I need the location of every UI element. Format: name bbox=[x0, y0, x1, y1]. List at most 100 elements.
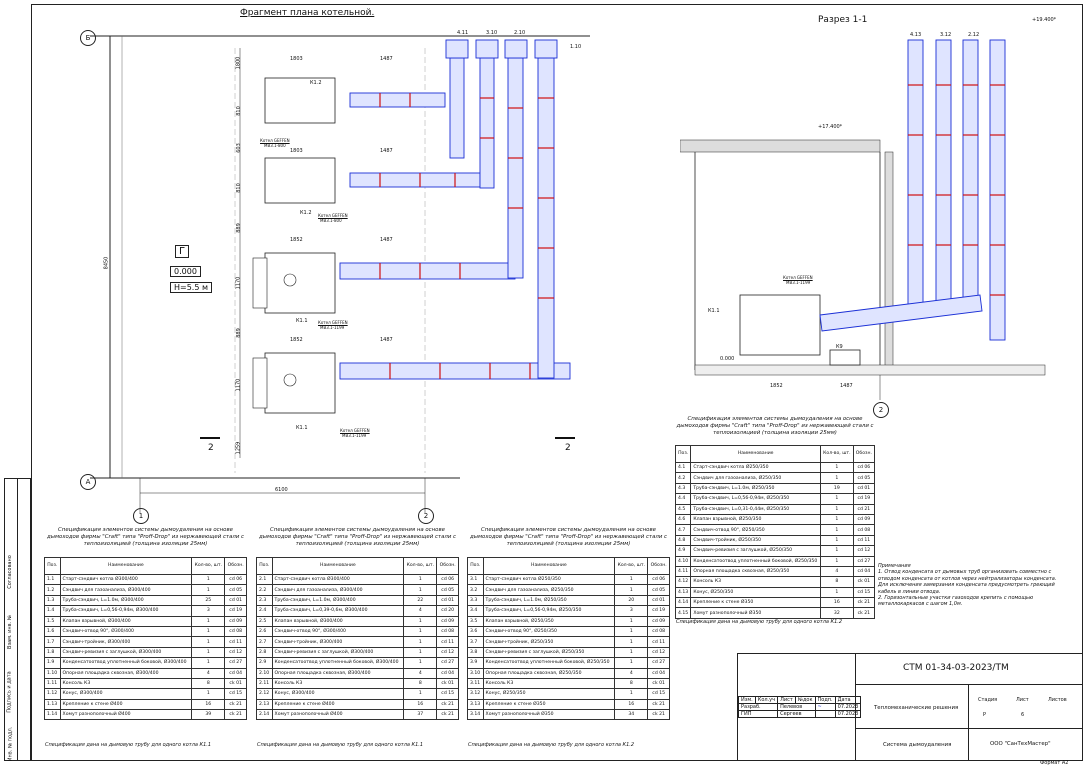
name-cell: Консоль К3 bbox=[271, 677, 405, 690]
name-cell: Труба-сэндвич, L=1.0м, Ø250/350 bbox=[690, 482, 822, 495]
notes-block: Примечания 1. Отвод конденсата от дымовы… bbox=[878, 563, 1056, 608]
dim-label: 1487 bbox=[380, 148, 393, 154]
name-cell: Сэндвич для газоанализа, Ø300/400 bbox=[271, 584, 405, 596]
name-cell: Труба-сэндвич, L=0,56-0,94м, Ø300/400 bbox=[59, 605, 193, 617]
pos-cell: 4.13 bbox=[674, 586, 692, 599]
col-header: Обозн. bbox=[224, 557, 247, 575]
name-cell: Труба-сэндвич, L=0,56-0,94м, Ø250/350 bbox=[482, 605, 616, 617]
name-cell: Клапан взрывной, Ø250/350 bbox=[482, 615, 616, 627]
pos-cell: 3.7 bbox=[467, 636, 484, 648]
name-cell: Конденсатоотвод уплотненный боковой, Ø30… bbox=[59, 657, 193, 669]
riser-tag: 4.11 bbox=[457, 30, 469, 36]
qty-cell: 1 bbox=[191, 646, 226, 659]
name-cell: Конус, Ø300/400 bbox=[59, 688, 193, 700]
qty-cell: 4 bbox=[403, 605, 438, 617]
code-cell: cd 01 bbox=[436, 594, 459, 607]
riser-tag: 2.12 bbox=[968, 32, 980, 38]
name-cell: Хомут разнополочный Ø350 bbox=[690, 607, 822, 619]
section-mark: 2 bbox=[565, 443, 571, 453]
stage-value: Р bbox=[983, 712, 987, 718]
boiler-model: Котел GEFFEN bbox=[318, 213, 348, 218]
room-height: Н=5.5 м bbox=[170, 282, 213, 293]
col-header: Кол-во, шт. bbox=[614, 557, 649, 575]
col-header: Наименование bbox=[690, 445, 822, 463]
pos-cell: 4.8 bbox=[674, 534, 692, 547]
name-cell: Сэндвич-ревизия с заглушкой, Ø300/400 bbox=[59, 646, 193, 659]
name-cell: Конус, Ø250/350 bbox=[690, 586, 822, 599]
boiler-tag: К1.1 bbox=[296, 318, 308, 324]
code-cell: cd 27 bbox=[852, 555, 876, 567]
name-cell: Хомут разнополочный Ø400 bbox=[271, 709, 405, 721]
qty-cell: 1 bbox=[820, 524, 854, 536]
doc-code: СТМ 01-34-03-2023/ТМ bbox=[903, 663, 1009, 673]
pos-cell: 3.9 bbox=[467, 657, 484, 669]
code-cell: cd 09 bbox=[224, 615, 247, 627]
code-cell: ck 21 bbox=[647, 709, 670, 721]
code-cell: ck 21 bbox=[852, 607, 876, 619]
side-stamp-label: Инв. № подл. bbox=[7, 726, 14, 762]
side-stamp-label: Согласовано bbox=[6, 555, 13, 589]
name-cell: Сэндвич-отвод 90°, Ø250/350 bbox=[482, 625, 616, 638]
qty-cell: 8 bbox=[403, 677, 438, 690]
spec-table-4: Поз. Наименование Кол-во, шт. Обозн. 4.1… bbox=[674, 445, 876, 619]
dim-label: 1803 bbox=[290, 56, 303, 62]
name-cell: Сэндвич-отвод 90°, Ø300/400 bbox=[271, 625, 405, 638]
qty-cell: 1 bbox=[403, 625, 438, 638]
col-header: Поз. bbox=[467, 557, 484, 575]
pos-cell: 3.3 bbox=[467, 594, 484, 607]
axis-bubble-2-section: 2 bbox=[873, 402, 889, 418]
code-cell: cd 04 bbox=[852, 565, 876, 578]
tb-header: Подп. bbox=[814, 696, 836, 704]
pos-cell: 3.10 bbox=[467, 667, 484, 679]
pos-cell: 4.7 bbox=[674, 524, 692, 536]
dim-label: 810 bbox=[235, 183, 242, 193]
qty-cell: 16 bbox=[403, 698, 438, 711]
col-header: Наименование bbox=[271, 557, 405, 575]
riser-tag: 1.10 bbox=[570, 44, 582, 50]
boiler-model: MB3.1-800 bbox=[320, 218, 342, 223]
pos-cell: 3.11 bbox=[467, 677, 484, 690]
section-name: Тепломеханические решения bbox=[874, 705, 959, 711]
qty-cell: 1 bbox=[614, 573, 649, 586]
qty-cell: 1 bbox=[614, 615, 649, 627]
name-cell: Консоль К3 bbox=[690, 576, 822, 588]
qty-cell: 1 bbox=[820, 493, 854, 505]
spec-table-3: Поз. Наименование Кол-во, шт. Обозн. 3.1… bbox=[467, 557, 670, 721]
qty-cell: 1 bbox=[403, 636, 438, 648]
spec-title: Спецификация элементов системы дымоудале… bbox=[46, 527, 245, 547]
name-cell: Конденсатоотвод уплотненный боковой, Ø25… bbox=[482, 657, 616, 669]
qty-cell: 1 bbox=[614, 584, 649, 596]
axis-bubble-b: Б bbox=[80, 30, 96, 46]
section-mark: 2 bbox=[208, 443, 214, 453]
tb-header: Изм. bbox=[738, 696, 756, 704]
name-cell: Клапан взрывной, Ø250/350 bbox=[690, 513, 822, 526]
name-cell: Консоль К3 bbox=[482, 677, 616, 690]
code-cell: cd 27 bbox=[436, 657, 459, 669]
qty-cell: 25 bbox=[191, 594, 226, 607]
qty-cell: 3 bbox=[191, 605, 226, 617]
axis-label: 2 bbox=[423, 512, 429, 520]
pos-cell: 4.10 bbox=[674, 555, 692, 567]
code-cell: ck 21 bbox=[852, 597, 876, 609]
boiler-model: MB3.1-1199 bbox=[320, 325, 345, 330]
pos-cell: 2.1 bbox=[256, 573, 273, 586]
name-cell: Конус, Ø250/350 bbox=[482, 688, 616, 700]
axis-bubble-a: А bbox=[80, 474, 96, 490]
level-top: +19.400* bbox=[1032, 17, 1057, 23]
